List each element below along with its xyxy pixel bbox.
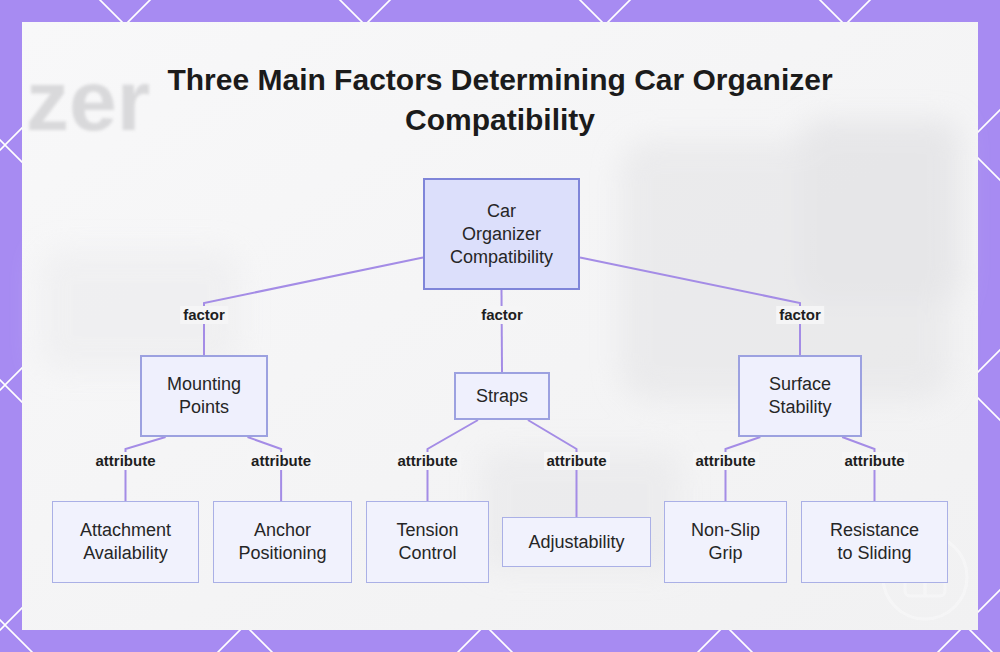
node-label: Non-Slip Grip [678, 519, 773, 565]
card [22, 22, 978, 630]
node-label: Anchor Positioning [227, 519, 339, 565]
diagram-title: Three Main Factors Determining Car Organ… [150, 60, 850, 140]
edge-label: attribute [544, 452, 610, 470]
edge-label: attribute [248, 452, 314, 470]
attribute-box: Anchor Positioning [213, 501, 352, 583]
edge-label: attribute [842, 452, 908, 470]
node-label: Mounting Points [149, 373, 259, 419]
connector-line [501, 290, 504, 372]
edge-label: factor [180, 306, 228, 324]
edge-label: attribute [93, 452, 159, 470]
watermark-text: zer [26, 50, 150, 150]
node-label: Attachment Availability [66, 519, 186, 565]
node-label: Resistance to Sliding [822, 519, 927, 565]
attribute-box: Non-Slip Grip [664, 501, 787, 583]
factor-box: Mounting Points [140, 355, 268, 437]
edge-label: attribute [693, 452, 759, 470]
factor-box: Surface Stability [738, 355, 862, 437]
root-box: Car Organizer Compatibility [423, 178, 580, 290]
factor-box: Straps [454, 372, 550, 420]
attribute-box: Attachment Availability [52, 501, 199, 583]
connector-line [204, 258, 423, 355]
node-label: Adjustability [528, 531, 624, 554]
attribute-box: Resistance to Sliding [801, 501, 948, 583]
attribute-box: Adjustability [502, 517, 651, 567]
node-label: Tension Control [378, 519, 478, 565]
attribute-box: Tension Control [366, 501, 489, 583]
edge-label: factor [478, 306, 526, 324]
edge-label: factor [776, 306, 824, 324]
edge-label: attribute [395, 452, 461, 470]
node-label: Car Organizer Compatibility [449, 200, 555, 269]
connector-line [580, 258, 800, 355]
node-label: Surface Stability [750, 373, 850, 419]
node-label: Straps [476, 385, 528, 408]
